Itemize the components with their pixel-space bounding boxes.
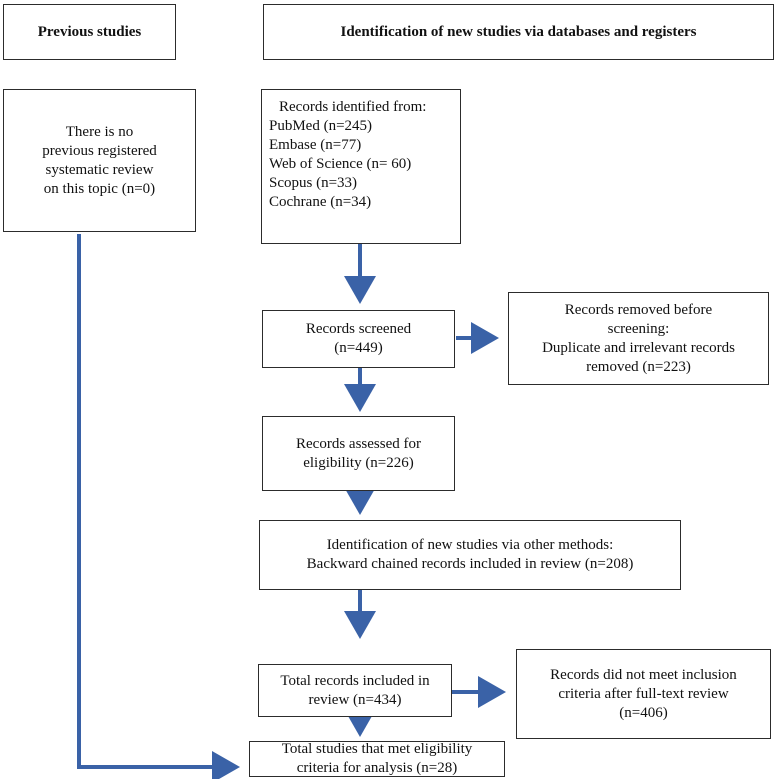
other-methods-line: Identification of new studies via other … — [326, 537, 614, 553]
not-met-line: criteria after full-text review — [558, 685, 729, 702]
previous-review-line: previous registered — [42, 142, 157, 159]
source-cochrane: Cochrane (n=34) — [269, 194, 372, 210]
records-identified-box: Records identified from: PubMed (n=245) … — [261, 89, 461, 244]
records-removed-box: Records removed before screening: Duplic… — [508, 292, 769, 385]
not-met-box: Records did not meet inclusion criteria … — [516, 649, 771, 739]
header-previous-studies-label: Previous studies — [37, 23, 142, 40]
arrow-previous-to-eligible — [77, 234, 240, 779]
total-included-line: Total records included in — [280, 672, 430, 689]
previous-review-line: on this topic (n=0) — [43, 180, 156, 197]
source-pubmed: PubMed (n=245) — [269, 118, 373, 134]
previous-review-line: There is no — [65, 123, 134, 140]
source-embase: Embase (n=77) — [269, 137, 362, 153]
total-eligible-line: Total studies that met eligibility — [281, 741, 473, 757]
other-methods-line: Backward chained records included in rev… — [306, 556, 634, 572]
records-screened-count: (n=449) — [334, 340, 383, 356]
records-assessed-box: Records assessed for eligibility (n=226) — [262, 416, 455, 491]
records-removed-line: Duplicate and irrelevant records — [542, 339, 735, 356]
total-eligible-box: Total studies that met eligibility crite… — [249, 741, 505, 777]
previous-review-box: There is no previous registered systemat… — [3, 89, 196, 232]
other-methods-box: Identification of new studies via other … — [259, 520, 681, 590]
header-identification: Identification of new studies via databa… — [263, 4, 774, 60]
source-web-of-science: Web of Science (n= 60) — [269, 156, 412, 172]
records-assessed-line: eligibility (n=226) — [303, 454, 414, 471]
total-eligible-line: criteria for analysis (n=28) — [296, 760, 458, 776]
records-removed-line: Records removed before — [564, 301, 713, 318]
records-identified-heading: Records identified from: — [279, 99, 427, 115]
records-removed-line: removed (n=223) — [586, 358, 691, 375]
records-removed-line: screening: — [607, 320, 670, 337]
not-met-line: Records did not meet inclusion — [550, 666, 737, 683]
source-scopus: Scopus (n=33) — [269, 175, 358, 191]
header-identification-label: Identification of new studies via databa… — [340, 23, 697, 40]
total-included-line: review (n=434) — [308, 691, 402, 708]
records-screened-label: Records screened — [305, 321, 412, 337]
records-assessed-line: Records assessed for — [296, 435, 421, 452]
previous-review-line: systematic review — [45, 161, 154, 178]
records-screened-box: Records screened (n=449) — [262, 310, 455, 368]
header-previous-studies: Previous studies — [3, 4, 176, 60]
total-included-box: Total records included in review (n=434) — [258, 664, 452, 717]
not-met-line: (n=406) — [619, 704, 668, 721]
